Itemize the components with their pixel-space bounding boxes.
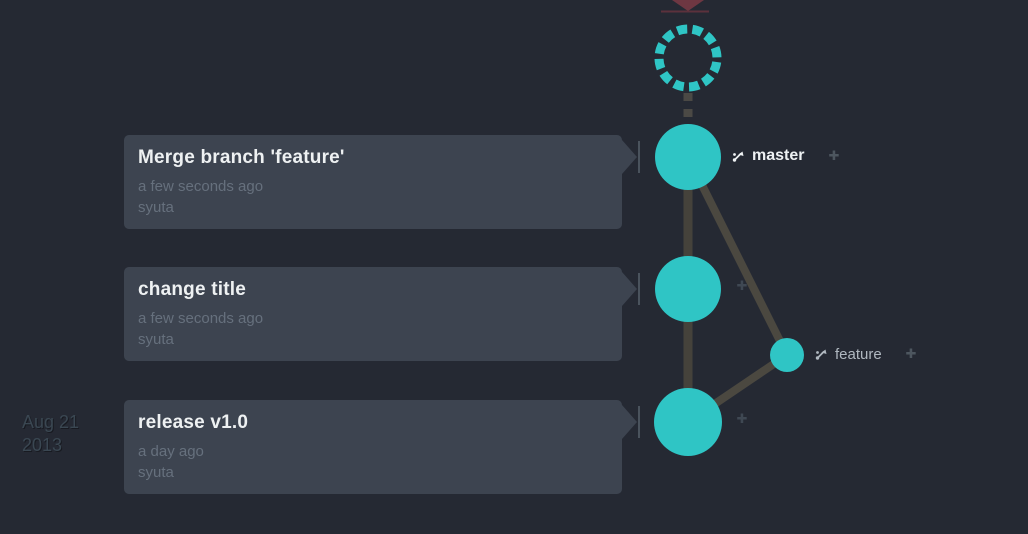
- commit-author: syuta: [138, 464, 174, 481]
- add-ref-button-bottom-commit[interactable]: ✚: [734, 411, 750, 427]
- ref-label-text: feature: [835, 345, 882, 363]
- commit-title: change title: [138, 279, 246, 300]
- commit-pointer-line: [638, 141, 640, 173]
- uncommitted-node[interactable]: [654, 24, 722, 92]
- add-ref-button-middle-commit[interactable]: ✚: [734, 278, 750, 294]
- plus-icon: ✚: [736, 411, 748, 426]
- commit-pointer-arrow: [622, 405, 637, 439]
- date-gutter: Aug 21 2013: [22, 411, 79, 457]
- date-year: 2013: [22, 435, 63, 455]
- ref-label-master[interactable]: master: [732, 146, 804, 166]
- commit-node-change-title[interactable]: [655, 256, 721, 322]
- commit-time: a few seconds ago: [138, 178, 264, 195]
- commit-node-merge[interactable]: [655, 124, 721, 190]
- commit-node-feature[interactable]: [770, 338, 804, 372]
- add-ref-button-feature[interactable]: ✚: [903, 346, 919, 362]
- commit-title: release v1.0: [138, 412, 249, 433]
- commit-pointer-line: [638, 406, 640, 438]
- ref-label-feature[interactable]: feature: [815, 344, 882, 364]
- ref-label-text: master: [752, 147, 805, 164]
- commit-card[interactable]: release v1.0 a day ago syuta: [124, 400, 637, 494]
- commit-time: a few seconds ago: [138, 310, 264, 327]
- commit-author: syuta: [138, 331, 174, 348]
- commit-pointer-line: [638, 273, 640, 305]
- commit-node-release[interactable]: [654, 388, 722, 456]
- date-month-day: Aug 21: [22, 412, 80, 432]
- branch-icon: [815, 349, 827, 360]
- commit-card[interactable]: Merge branch 'feature' a few seconds ago…: [124, 135, 637, 229]
- plus-icon: ✚: [736, 278, 748, 293]
- plus-icon: ✚: [905, 346, 917, 361]
- commit-title: Merge branch 'feature': [138, 147, 345, 168]
- head-pointer-icon: [672, 0, 704, 11]
- edge-master-to-feature: [684, 155, 791, 357]
- plus-icon: ✚: [828, 148, 840, 163]
- commit-time: a day ago: [138, 443, 204, 460]
- commit-pointer-arrow: [622, 140, 637, 174]
- commit-card[interactable]: change title a few seconds ago syuta: [124, 267, 637, 361]
- commit-pointer-arrow: [622, 272, 637, 306]
- add-ref-button-master[interactable]: ✚: [826, 148, 842, 164]
- commit-author: syuta: [138, 199, 174, 216]
- branch-icon: [732, 151, 744, 162]
